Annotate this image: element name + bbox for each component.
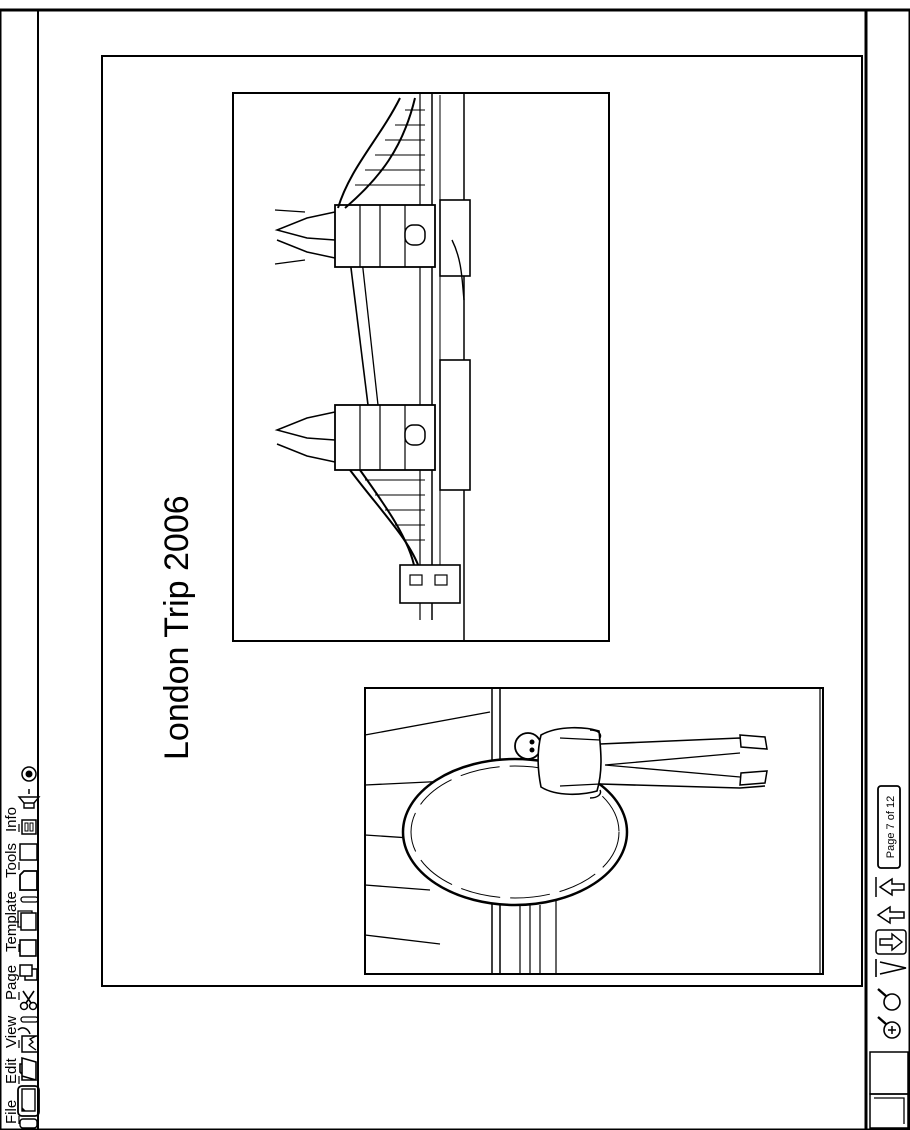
next-page-icon[interactable]: [876, 905, 905, 925]
toolbar: [17, 766, 41, 1129]
statusbar: Page 7 of 12: [869, 785, 909, 1129]
menubar: File Edit View Page Template Tools Info: [3, 807, 20, 1124]
menu-tools[interactable]: Tools: [3, 843, 20, 878]
portrait-photo[interactable]: [364, 687, 824, 975]
bridge-tower-right: [274, 199, 471, 301]
small-building: [399, 564, 461, 604]
previous-page-icon[interactable]: [875, 929, 907, 955]
paste-icon[interactable]: [19, 939, 37, 957]
first-page-icon[interactable]: [875, 959, 907, 977]
last-page-icon[interactable]: [875, 877, 905, 897]
speaker-icon[interactable]: [17, 789, 41, 809]
menu-edit[interactable]: Edit: [3, 1057, 20, 1084]
page-indicator: Page 7 of 12: [885, 796, 897, 858]
view-buttons: [869, 1051, 909, 1129]
view-spread-button[interactable]: [869, 1051, 909, 1095]
layout-icon[interactable]: [21, 819, 37, 835]
menu-info[interactable]: Info: [3, 807, 20, 832]
page-indicator-box[interactable]: [877, 785, 901, 869]
new-page-icon[interactable]: [17, 1085, 40, 1129]
menu-template[interactable]: Template: [3, 891, 20, 952]
zoom-in-icon[interactable]: [877, 1016, 901, 1039]
copy-icon[interactable]: [19, 964, 38, 981]
frame-icon[interactable]: [19, 843, 38, 861]
tower-bridge-photo[interactable]: [232, 92, 610, 642]
left-chrome: File Edit View Page Template Tools Info: [3, 766, 41, 1129]
duplicate-page-icon[interactable]: [17, 910, 37, 931]
bridge-suspension: [337, 97, 425, 571]
menu-page[interactable]: Page: [3, 965, 20, 1000]
toolbar-separator: [20, 896, 39, 903]
menu-view[interactable]: View: [3, 1016, 20, 1048]
help-icon[interactable]: [21, 766, 37, 782]
page-title[interactable]: London Trip 2006: [158, 495, 196, 760]
menu-file[interactable]: File: [3, 1100, 20, 1124]
cut-icon[interactable]: [19, 990, 38, 1011]
import-image-icon[interactable]: [17, 1027, 39, 1053]
bridge-tower-left: [274, 359, 471, 491]
zoom-out-icon[interactable]: [877, 988, 901, 1011]
blank-page-icon[interactable]: [19, 870, 38, 891]
toolbar-separator: [20, 1016, 39, 1023]
open-folder-icon[interactable]: [19, 1056, 37, 1082]
